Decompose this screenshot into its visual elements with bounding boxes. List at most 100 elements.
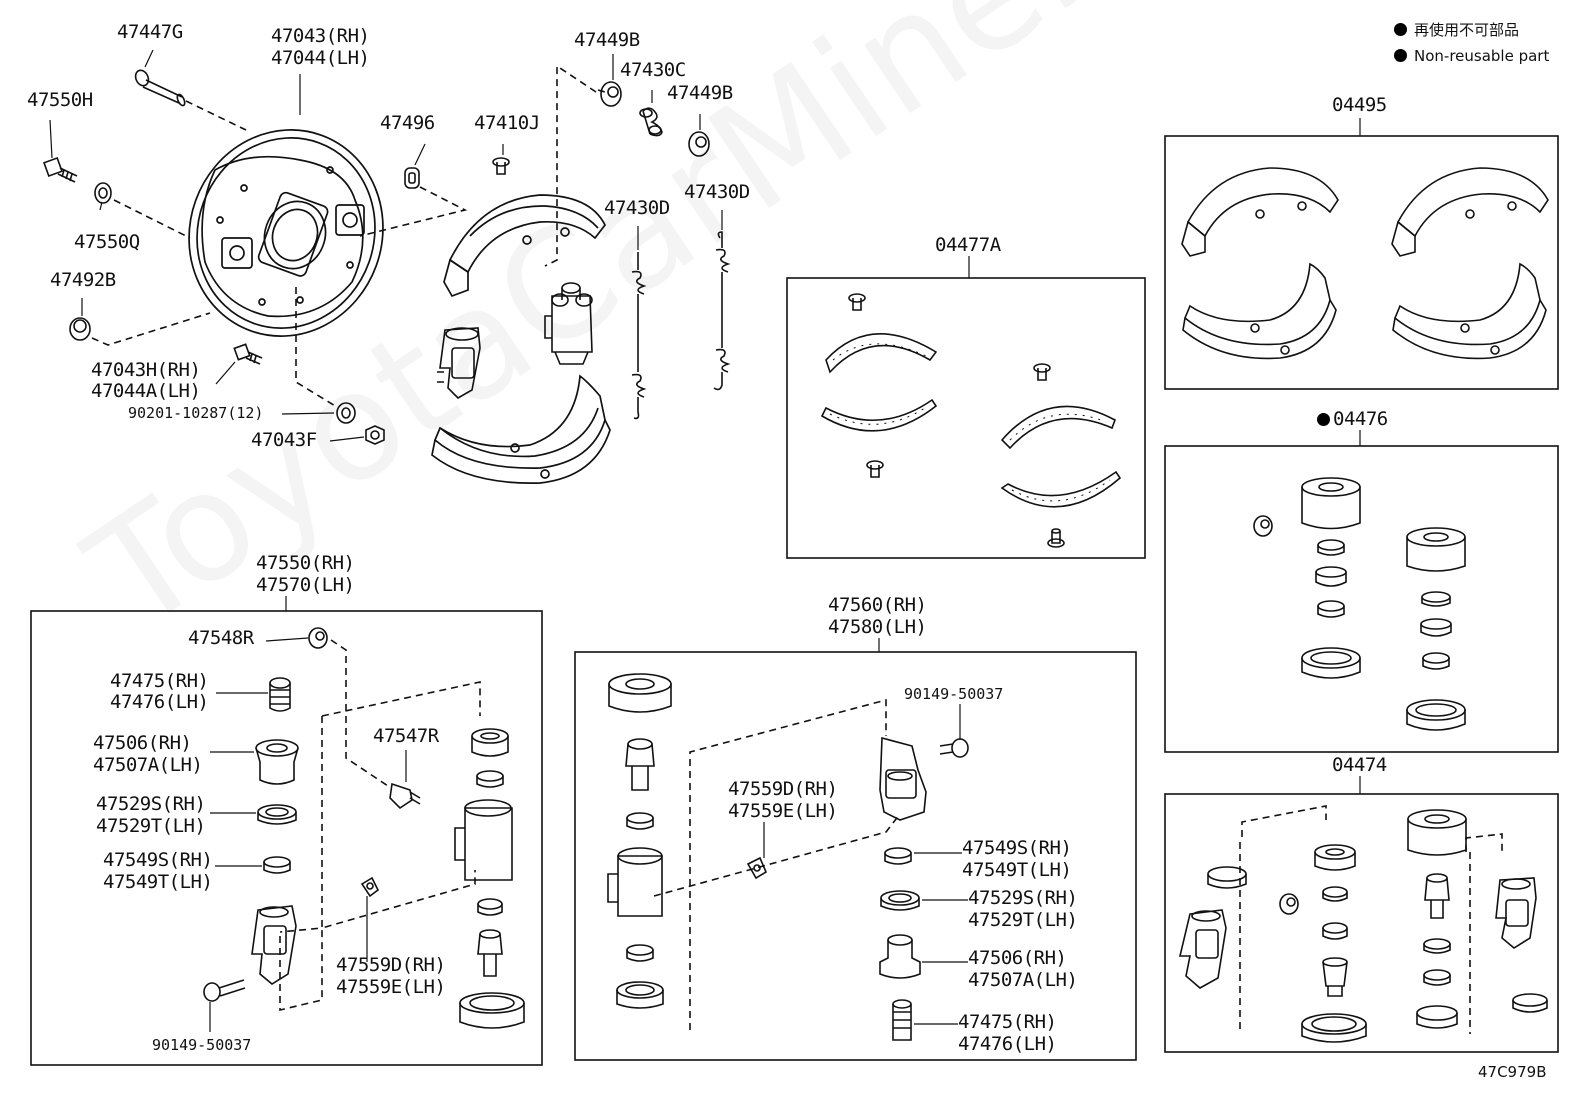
pin-47410J [492, 157, 510, 175]
kit-box-04495 [1164, 135, 1559, 390]
assembly-47550-parts [203, 627, 525, 1032]
non-reusable-dot-icon [1317, 413, 1330, 426]
part-label[interactable]: 47430D [604, 197, 670, 219]
kit-label-04495[interactable]: 04495 [1332, 94, 1387, 116]
part-label[interactable]: 47529S(RH) [96, 793, 206, 815]
non-reusable-dot-icon [1394, 49, 1407, 62]
part-label[interactable]: 47475(RH) [958, 1011, 1057, 1033]
callout-line [414, 143, 426, 166]
part-label[interactable]: 47476(LH) [110, 691, 209, 713]
part-label[interactable]: 47550H [27, 89, 93, 111]
seal-kit-04476 [1253, 477, 1466, 731]
boot-large [1406, 699, 1466, 731]
part-label[interactable]: 47043H(RH) [91, 359, 201, 381]
part-label[interactable]: 47549S(RH) [103, 849, 213, 871]
part-label[interactable]: 47043(RH) [271, 25, 370, 47]
kit-box-04477A [786, 277, 1146, 559]
part-label[interactable]: 47430D [684, 181, 750, 203]
bolt-90149-50037 [203, 979, 246, 1002]
part-label[interactable]: 47410J [474, 112, 540, 134]
part-label[interactable]: 47529S(RH) [968, 887, 1078, 909]
brake-shoe-lower [431, 374, 611, 484]
kit-label-04476[interactable]: 04476 [1317, 409, 1388, 430]
part-label[interactable]: 47447G [117, 21, 183, 43]
clip-47496 [404, 167, 420, 189]
bleeder-screw-47475 [892, 999, 912, 1041]
part-label[interactable]: 47559E(LH) [336, 976, 446, 998]
wheel-cylinder [454, 799, 513, 881]
part-label[interactable]: 47496 [380, 112, 435, 134]
part-label[interactable]: 47506(RH) [93, 732, 192, 754]
boot-large [608, 673, 672, 713]
part-label[interactable]: 47043F [251, 429, 317, 451]
adjuster-lever [251, 905, 297, 985]
part-label[interactable]: 47547R [373, 725, 439, 747]
cup [1423, 938, 1451, 954]
part-label[interactable]: 47507A(LH) [93, 754, 203, 776]
part-label[interactable]: 47044A(LH) [91, 380, 201, 402]
bleeder-cap-47548R [308, 627, 328, 649]
bolt-47447G [134, 69, 186, 107]
adjuster-lever [879, 736, 927, 821]
part-label[interactable]: 47430C [620, 59, 686, 81]
part-label[interactable]: 47549S(RH) [962, 837, 1072, 859]
part-label[interactable]: 90149-50037 [152, 1036, 252, 1054]
part-label[interactable]: 90149-50037 [904, 685, 1004, 703]
boot [1314, 844, 1356, 871]
piston-47549 [884, 847, 912, 865]
part-label[interactable]: 47449B [574, 29, 640, 51]
kit-label-04474[interactable]: 04474 [1332, 754, 1387, 776]
part-label[interactable]: 47476(LH) [958, 1033, 1057, 1055]
part-label[interactable]: 47548R [188, 627, 254, 649]
cup-47529 [880, 890, 920, 911]
cup [1421, 591, 1451, 607]
leader [544, 64, 597, 267]
spring-47430C [639, 107, 663, 137]
piston-assembly [477, 929, 503, 977]
piston [1420, 618, 1452, 637]
assembly-label[interactable]: 47560(RH) [828, 594, 927, 616]
assembly-box-47560 [574, 651, 1137, 1061]
boot [1301, 477, 1361, 530]
part-label[interactable]: 47549T(LH) [103, 871, 213, 893]
piston [1322, 922, 1348, 940]
part-label[interactable]: 47559D(RH) [336, 954, 446, 976]
part-label[interactable]: 47506(RH) [968, 947, 1067, 969]
part-label[interactable]: 47549T(LH) [962, 859, 1072, 881]
part-label[interactable]: 47529T(LH) [96, 815, 206, 837]
clip-47559D [360, 876, 380, 898]
legend-non-reusable-jp: 再使用不可部品 [1394, 20, 1519, 40]
boot [1406, 527, 1466, 572]
clip-47559D [746, 856, 768, 880]
bolt-47550H [43, 157, 78, 183]
part-label[interactable]: 47559E(LH) [728, 800, 838, 822]
boot-large [1416, 1005, 1458, 1029]
part-label[interactable]: 47559D(RH) [728, 778, 838, 800]
adjuster-lever [1495, 877, 1537, 949]
part-label[interactable]: 47044(LH) [271, 47, 370, 69]
part-label[interactable]: 47550Q [74, 231, 140, 253]
spring [1322, 957, 1348, 997]
boot [1407, 809, 1467, 856]
assembly-47560-parts [607, 673, 969, 1041]
cup [476, 770, 504, 788]
assembly-label[interactable]: 47570(LH) [256, 574, 355, 596]
rivet [1047, 528, 1065, 548]
lining [1000, 405, 1116, 450]
leader [91, 312, 211, 346]
part-label[interactable]: 47475(RH) [110, 670, 209, 692]
brake-shoe-upper [443, 194, 606, 298]
part-label[interactable]: 47529T(LH) [968, 909, 1078, 931]
diagram-code: 47C979B [1478, 1063, 1547, 1081]
part-label[interactable]: 47449B [667, 82, 733, 104]
boot-47506 [879, 934, 921, 979]
boot-large [1207, 866, 1247, 889]
part-label[interactable]: 90201-10287(12) [128, 404, 264, 422]
assembly-label[interactable]: 47580(LH) [828, 616, 927, 638]
kit-label-04477A[interactable]: 04477A [935, 234, 1001, 256]
part-label[interactable]: 47492B [50, 269, 116, 291]
part-label[interactable]: 47507A(LH) [968, 969, 1078, 991]
assembly-label[interactable]: 47550(RH) [256, 552, 355, 574]
callout-line [99, 201, 103, 211]
piston-assembly [1424, 873, 1450, 919]
